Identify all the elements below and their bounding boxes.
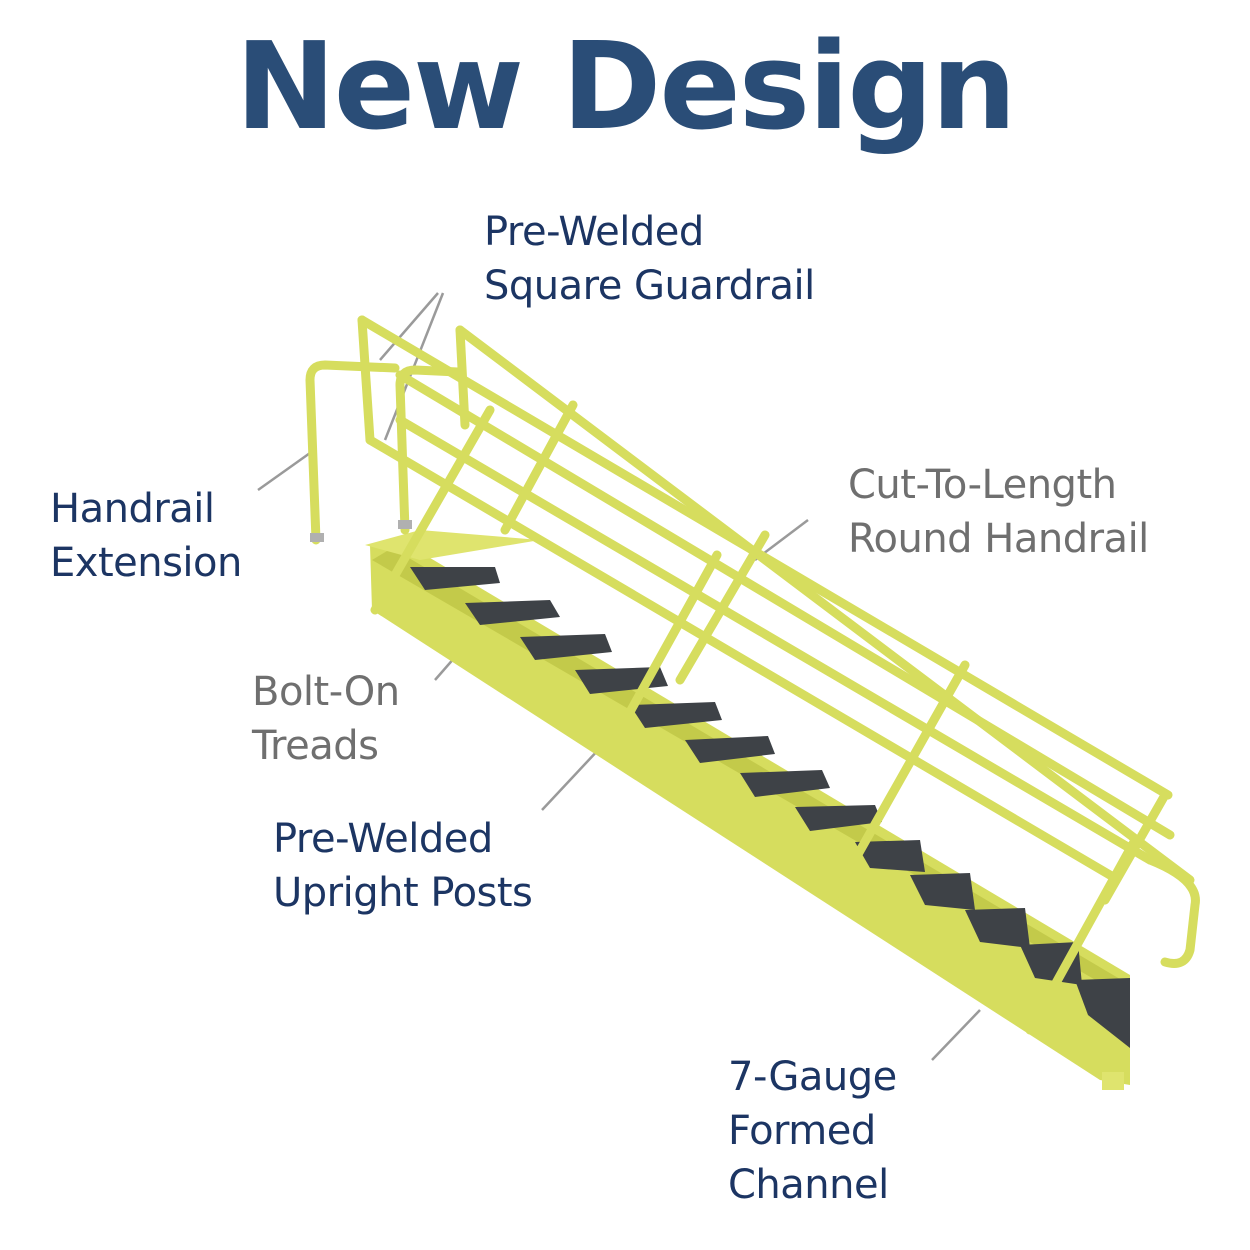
callout-line: Upright Posts bbox=[273, 870, 533, 916]
callout-formed-channel: 7-Gauge Formed Channel bbox=[728, 1050, 897, 1212]
callout-line: Pre-Welded bbox=[484, 209, 704, 255]
callout-line: Cut-To-Length bbox=[848, 462, 1117, 508]
callout-line: 7-Gauge bbox=[728, 1054, 897, 1100]
callout-line: Handrail bbox=[50, 486, 215, 532]
callout-line: Treads bbox=[252, 723, 379, 769]
callout-line: Pre-Welded bbox=[273, 816, 493, 862]
callout-handrail-extension: Handrail Extension bbox=[50, 482, 242, 590]
callout-line: Extension bbox=[50, 540, 242, 586]
callout-round-handrail: Cut-To-Length Round Handrail bbox=[848, 458, 1149, 566]
page-title: New Design bbox=[235, 18, 1016, 157]
callout-line: Channel bbox=[728, 1162, 889, 1208]
callout-upright-posts: Pre-Welded Upright Posts bbox=[273, 812, 533, 920]
callout-bolt-on-treads: Bolt-On Treads bbox=[252, 665, 400, 773]
callout-line: Bolt-On bbox=[252, 669, 400, 715]
callout-square-guardrail: Pre-Welded Square Guardrail bbox=[484, 205, 815, 313]
callout-line: Formed bbox=[728, 1108, 876, 1154]
railings bbox=[305, 315, 1200, 1035]
callout-line: Square Guardrail bbox=[484, 263, 815, 309]
callout-line: Round Handrail bbox=[848, 516, 1149, 562]
rail-base-caps bbox=[310, 520, 1124, 1090]
treads bbox=[410, 567, 1130, 1048]
